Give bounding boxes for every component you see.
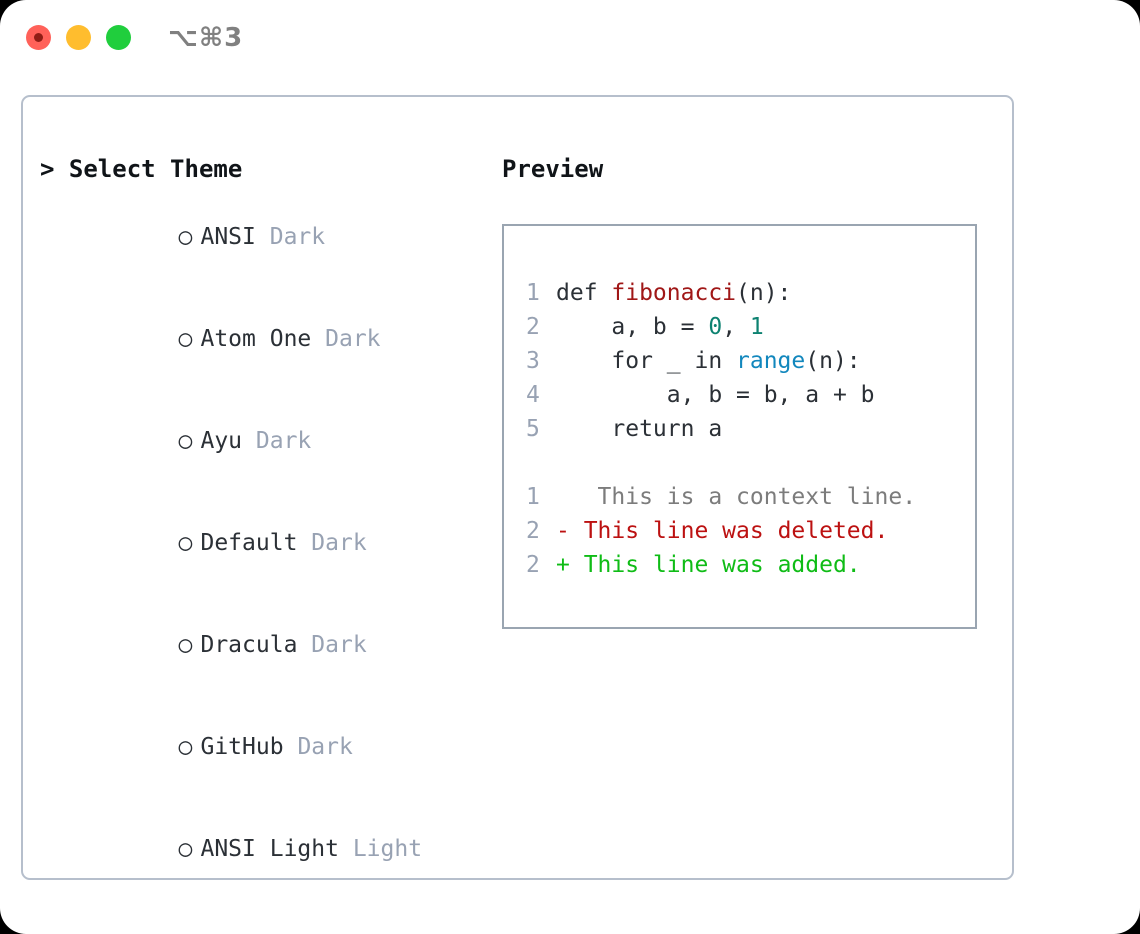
maximize-window-button[interactable] — [106, 25, 131, 50]
theme-variant: Dark — [311, 530, 367, 556]
radio-icon: ○ — [178, 836, 193, 862]
theme-variant: Light — [352, 836, 423, 862]
theme-name: ANSI Light — [200, 836, 339, 862]
code-line: 4 a, b = b, a + b — [526, 378, 975, 412]
list-item[interactable]: ○Ayu Light Light — [40, 900, 480, 934]
title-bar: ⌥⌘3 — [0, 0, 1140, 78]
line-number: 2 — [526, 552, 540, 578]
code-token-builtin: range — [736, 348, 806, 374]
theme-variant: Dark — [255, 428, 312, 454]
line-number: 5 — [526, 416, 540, 442]
page-title: > Select Theme — [40, 155, 243, 183]
code-token: a, b = — [556, 314, 709, 340]
theme-name: Default — [200, 530, 298, 556]
code-line: 1 def fibonacci(n): — [526, 276, 975, 310]
diff-marker: + — [556, 552, 570, 578]
radio-icon: ○ — [178, 224, 193, 250]
theme-variant: Dark — [269, 224, 326, 250]
main-panel: > Select Theme ○ ANSI Dark ○ Atom One Dark… — [21, 95, 1014, 880]
diff-marker: - — [556, 518, 570, 544]
window-controls — [26, 25, 131, 50]
diff-line-added: 2 + This line was added. — [526, 548, 975, 582]
diff-line-context: 1 This is a context line. — [526, 480, 975, 514]
code-token: def — [556, 280, 612, 306]
theme-variant: Dark — [297, 734, 353, 760]
diff-text: This line was deleted. — [569, 518, 889, 544]
line-number: 2 — [526, 518, 540, 544]
theme-list: ○ ANSI Dark ○ Atom One Dark ○ Ayu Dark ○ Def… — [40, 186, 480, 934]
code-token: return a — [556, 416, 723, 442]
theme-variant: Dark — [311, 632, 367, 658]
diff-text: This is a context line. — [569, 484, 917, 510]
list-item[interactable]: ○ ANSI Dark — [40, 186, 480, 288]
line-number: 1 — [526, 280, 540, 306]
code-token: for _ in — [556, 348, 737, 374]
code-token: a, b = b, a + b — [556, 382, 875, 408]
theme-name: Dracula — [200, 632, 298, 658]
radio-icon: ○ — [178, 428, 193, 454]
diff-marker — [556, 484, 570, 510]
radio-icon: ○ — [178, 734, 193, 760]
list-item[interactable]: ○ Atom One Dark — [40, 288, 480, 390]
list-item[interactable]: ○ ANSI Light Light — [40, 798, 480, 900]
code-token: , — [722, 314, 750, 340]
list-item[interactable]: ○ Ayu Dark — [40, 390, 480, 492]
preview-spacer — [526, 446, 975, 480]
theme-name: Ayu — [200, 428, 243, 454]
code-token: (n): — [736, 280, 792, 306]
line-number: 2 — [526, 314, 540, 340]
list-item[interactable]: ○ GitHub Dark — [40, 696, 480, 798]
code-token-number: 1 — [749, 314, 764, 340]
theme-name: ANSI — [200, 224, 256, 250]
list-item[interactable]: ○ Dracula Dark — [40, 594, 480, 696]
theme-name: Atom One — [200, 326, 312, 352]
theme-name: GitHub — [200, 734, 284, 760]
code-line: 3 for _ in range(n): — [526, 344, 975, 378]
diff-text: This line was added. — [569, 552, 861, 578]
radio-icon: ○ — [178, 632, 193, 658]
theme-selector-pane: > Select Theme ○ ANSI Dark ○ Atom One Dark… — [40, 152, 480, 934]
line-number: 4 — [526, 382, 540, 408]
close-window-button[interactable] — [26, 25, 51, 50]
code-line: 2 a, b = 0, 1 — [526, 310, 975, 344]
preview-title: Preview — [502, 155, 604, 183]
code-token-number: 0 — [708, 314, 723, 340]
diff-line-deleted: 2- This line was deleted. — [526, 514, 975, 548]
window-title: ⌥⌘3 — [168, 23, 244, 53]
code-token: (n): — [805, 348, 861, 374]
code-token-function: fibonacci — [611, 280, 737, 306]
code-line: 5 return a — [526, 412, 975, 446]
radio-icon: ○ — [178, 530, 193, 556]
line-number: 3 — [526, 348, 540, 374]
list-item[interactable]: ○ Default Dark — [40, 492, 480, 594]
minimize-window-button[interactable] — [66, 25, 91, 50]
line-number: 1 — [526, 484, 540, 510]
radio-icon: ○ — [178, 326, 193, 352]
theme-variant: Dark — [325, 326, 381, 352]
